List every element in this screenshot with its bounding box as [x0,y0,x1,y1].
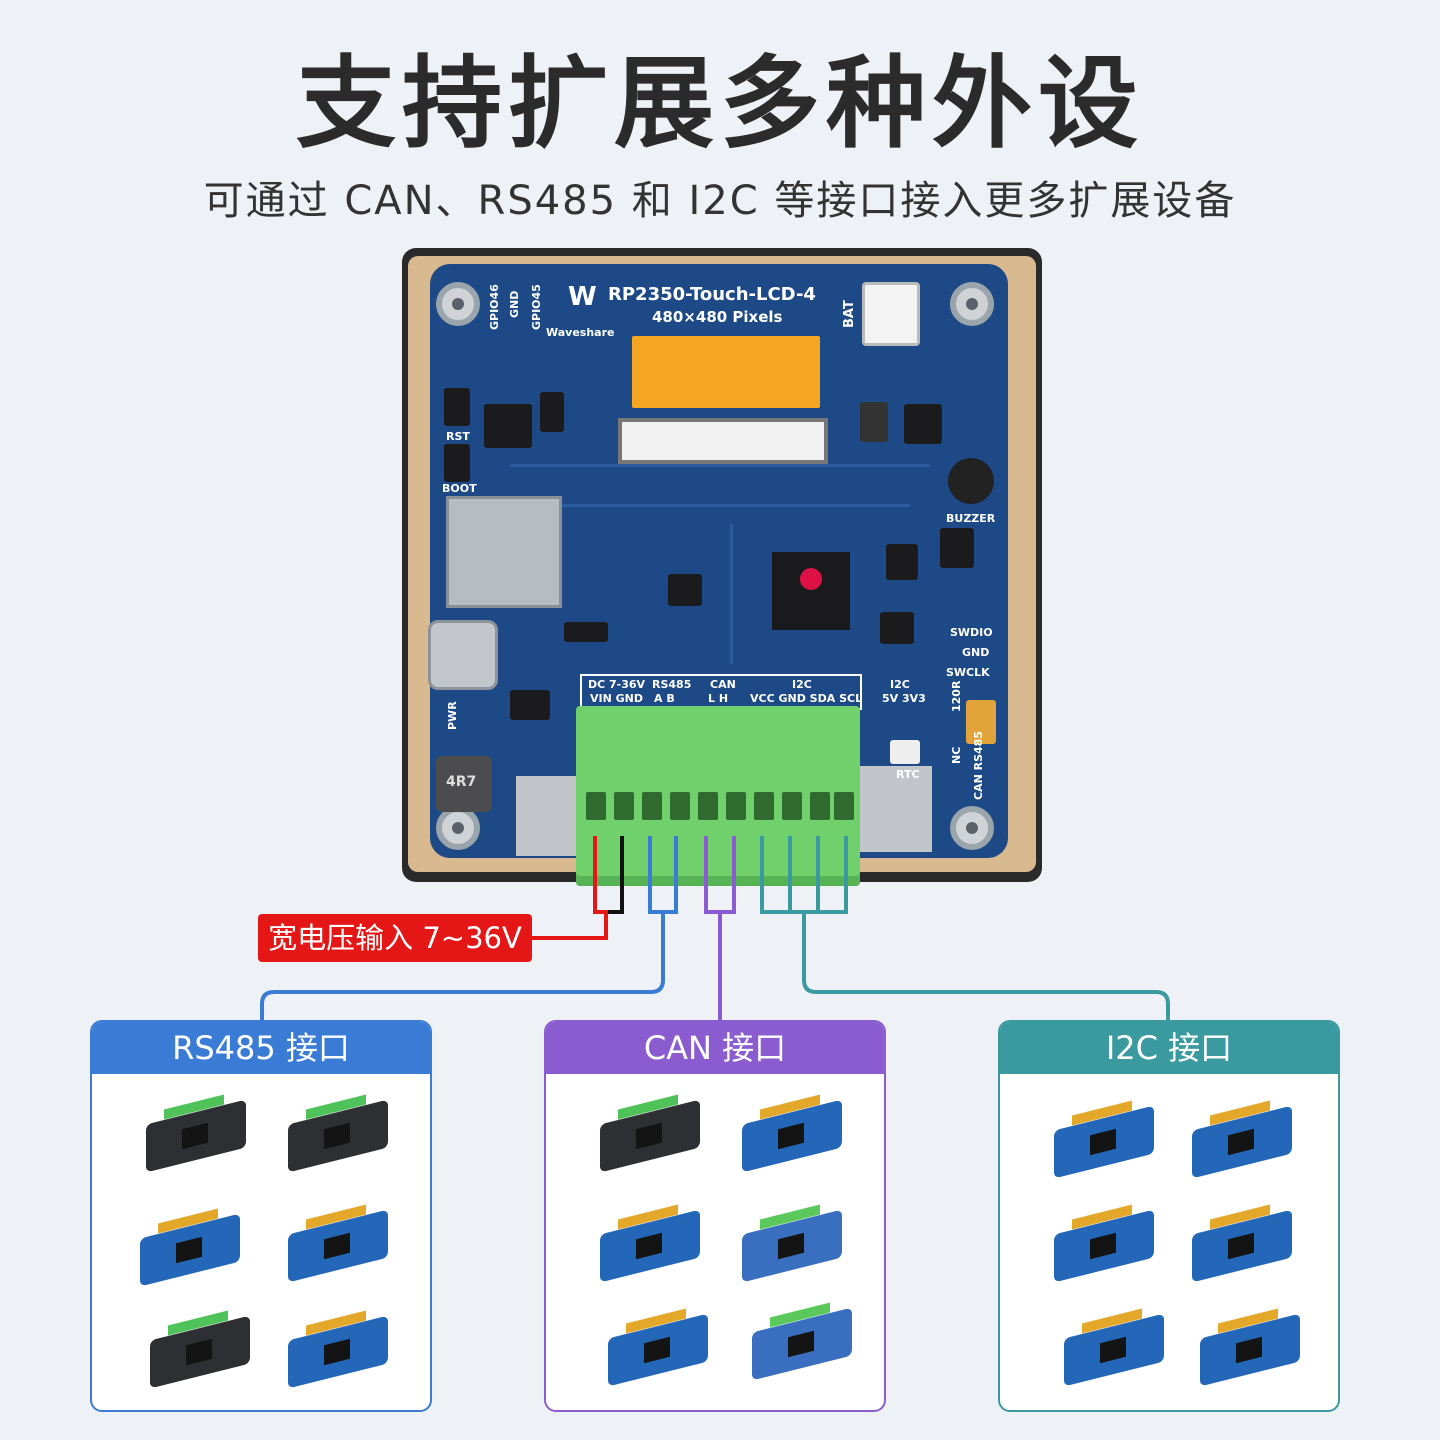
terminal-screw [810,792,830,820]
metal-shield-left [516,776,582,856]
can-module-image [608,1308,708,1387]
can-module-image [742,1204,842,1283]
pcb-trace [510,464,930,467]
terminal-group-rs485-top: RS485 [652,678,692,691]
pcb-trace [550,504,910,507]
i2c-small-pins-label: 5V 3V3 [882,692,926,705]
terminal-screw [670,792,690,820]
terminal-screw [614,792,634,820]
wire-rs485-drop [260,912,665,1022]
component-chip [886,544,918,580]
component-chip [510,690,550,720]
terminal-group-can-top: CAN [710,678,736,691]
terminal-screw [754,792,774,820]
terminal-screw [834,792,854,820]
i2c-module-image [1054,1100,1154,1179]
rp2350-chip [772,552,850,630]
i2c-module-image [1192,1204,1292,1283]
fpc-connector [618,418,828,464]
metal-shield-right [860,766,932,852]
i2c-module-image [1200,1308,1300,1387]
rtc-label: RTC [896,768,920,781]
component-chip [904,404,942,444]
inductor-small [860,402,888,442]
rtc-connector [890,740,920,764]
terminal-block[interactable] [576,706,860,886]
i2c-small-label: I2C [890,678,910,691]
rst-label: RST [446,430,470,443]
panel-i2c: I2C 接口 [998,1020,1340,1412]
can-module-image [752,1302,852,1381]
i2c-module-image [1192,1100,1292,1179]
swclk-label: SWCLK [946,666,990,679]
terminal-screw [726,792,746,820]
buzzer-icon [948,458,994,504]
terminal-screw [698,792,718,820]
wire-i2c-loop [760,836,848,914]
mounting-hole [436,282,480,326]
boot-label: BOOT [442,482,477,495]
rst-button[interactable] [444,388,470,426]
rs485-module-image [146,1094,246,1173]
i2c-module-image [1064,1308,1164,1387]
usb-c-port[interactable] [428,620,498,690]
page-subtitle: 可通过 CAN、RS485 和 I2C 等接口接入更多扩展设备 [203,178,1237,224]
wire-power-red [532,836,608,940]
i2c-module-image [1054,1204,1154,1283]
board-resolution: 480×480 Pixels [652,308,783,326]
mounting-hole [950,282,994,326]
component-chip [880,612,914,644]
wire-i2c-drop [802,912,1170,1022]
display-flex-cable [632,336,820,408]
inductor-label: 4R7 [446,774,477,790]
board-name: RP2350-Touch-LCD-4 [608,284,816,305]
wire-power-black [608,836,624,914]
rs485-module-image [288,1094,388,1173]
maker-label: Waveshare [546,326,615,339]
terminal-group-rs485-bottom: A B [654,692,675,705]
can-module-image [600,1094,700,1173]
dip-switch[interactable] [966,700,996,744]
regulator-chip [484,404,532,448]
panel-i2c-title: I2C 接口 [1000,1022,1338,1074]
boot-button[interactable] [444,444,470,482]
can-module-image [742,1094,842,1173]
rs485-module-image [288,1310,388,1389]
gnd2-label: GND [962,646,990,659]
terminal-screw [586,792,606,820]
panel-rs485-title: RS485 接口 [92,1022,430,1074]
component-chip [564,622,608,642]
component-chip [940,528,974,568]
power-inductor [436,756,492,812]
terminal-screw [642,792,662,820]
terminal-group-power-top: DC 7-36V [588,678,646,691]
component-chip [540,392,564,432]
wire-can-loop [704,836,736,914]
panel-can: CAN 接口 [544,1020,886,1412]
rs485-module-image [288,1204,388,1283]
terminal-group-i2c-top: I2C [792,678,812,691]
wire-rs485-loop [648,836,678,914]
can-module-image [600,1204,700,1283]
terminal-group-power-bottom: VIN GND [590,692,644,705]
terminal-group-can-bottom: L H [708,692,729,705]
rs485-module-image [140,1208,240,1287]
page-title: 支持扩展多种外设 [296,45,1144,162]
sd-card-slot [446,496,562,608]
panel-rs485: RS485 接口 [90,1020,432,1412]
waveshare-logo-icon: W [568,282,597,312]
terminal-screw [782,792,802,820]
raspberry-logo-icon [800,568,822,590]
rs485-module-image [150,1310,250,1389]
component-chip [668,574,702,606]
pcb-trace [730,524,733,664]
power-callout: 宽电压输入 7~36V [258,914,532,962]
buzzer-label: BUZZER [946,512,996,525]
mounting-hole [950,806,994,850]
panel-can-title: CAN 接口 [546,1022,884,1074]
battery-connector [862,282,920,346]
swdio-label: SWDIO [950,626,993,639]
terminal-group-i2c-bottom: VCC GND SDA SCL [750,692,863,705]
